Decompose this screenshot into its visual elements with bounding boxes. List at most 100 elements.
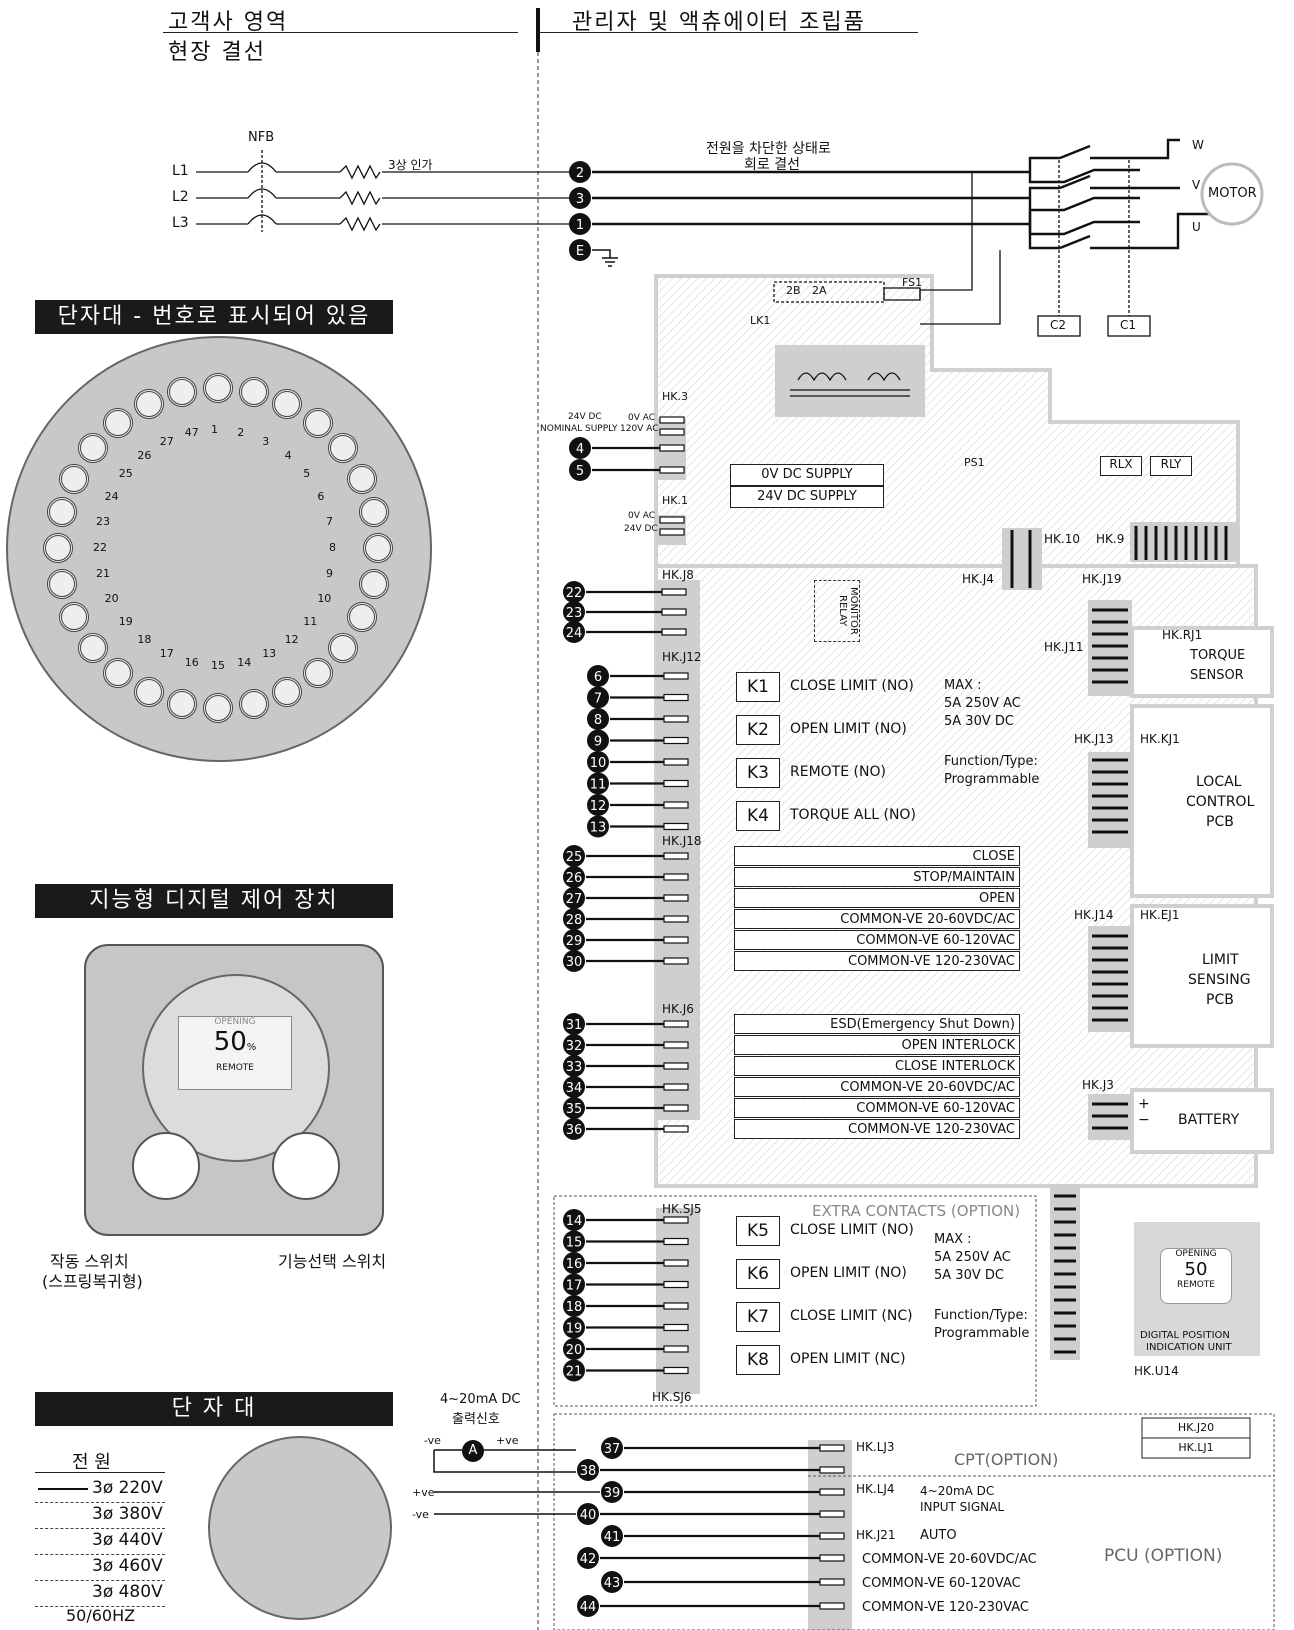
terminal-stud — [103, 658, 134, 689]
extra-func1: Function/Type: — [934, 1308, 1028, 1323]
monitor-terminal-1 — [563, 601, 585, 623]
coils — [1037, 160, 1151, 337]
terminal-number-5: 5 — [303, 467, 311, 481]
terminal-pin — [661, 608, 687, 616]
j6-row-1: OPEN INTERLOCK — [734, 1035, 1020, 1055]
limit-label: LIMIT — [1202, 952, 1239, 968]
extra-terminal-5-text: 19 — [566, 1322, 583, 1337]
relay-terminal-1-text: 7 — [594, 692, 602, 707]
pcu-label: PCU (OPTION) — [1104, 1546, 1223, 1566]
terminal-bullets: 231E452223246789101112132526272829303132… — [563, 161, 623, 1617]
hkj11-label: HK.J11 — [1044, 640, 1084, 654]
relay-func1: Function/Type: — [944, 754, 1038, 769]
line-l3: L3 — [172, 215, 189, 231]
transformer-bg — [775, 345, 925, 417]
bottom-terminal-7-text: 44 — [580, 1600, 597, 1615]
relay-k2: K2 — [736, 715, 780, 745]
extra-relay-label-2: CLOSE LIMIT (NC) — [790, 1308, 913, 1324]
extra-relay-k8: K8 — [736, 1345, 780, 1375]
ve-neg: -ve — [424, 1434, 441, 1447]
terminal-stud — [47, 497, 77, 528]
j18-terminal-0-text: 25 — [566, 850, 583, 865]
hk9-label: HK.9 — [1096, 532, 1125, 546]
terminal-pin — [659, 444, 685, 452]
j18-terminal-5-text: 30 — [566, 955, 583, 970]
three-phase-label: 3상 인가 — [388, 158, 433, 172]
rlx-label: RLX — [1100, 456, 1142, 476]
terminal-number-1: 1 — [211, 423, 218, 436]
supply-terminal-1-text: 5 — [576, 464, 584, 479]
terminal-pin — [663, 852, 689, 860]
j18-row-5: COMMON-VE 120-230VAC — [734, 951, 1020, 971]
terminal-stud — [167, 377, 198, 407]
bottom-terminal-5-text: 42 — [580, 1552, 597, 1567]
display-unit: % — [246, 1042, 257, 1053]
terminal-pin — [663, 957, 689, 965]
voltage-row-2: 3ø 440V — [92, 1530, 163, 1550]
extra-relay-label-1: OPEN LIMIT (NO) — [790, 1265, 907, 1281]
voltage-selected-arrow — [38, 1488, 88, 1490]
terminal-stud — [58, 602, 89, 633]
terminal-stud — [77, 433, 108, 464]
terminal-stud — [328, 632, 359, 663]
voltage-row-rule — [35, 1528, 165, 1529]
relay-terminal-0 — [587, 665, 609, 687]
extra-relay-k5: K5 — [736, 1216, 780, 1246]
torque-label: TORQUE — [1190, 648, 1246, 663]
j18-terminal-1-text: 26 — [566, 871, 583, 886]
header-divider-right — [538, 32, 918, 33]
terminal-number-7: 7 — [326, 514, 334, 528]
terminal-stud — [328, 433, 359, 464]
terminal-stud — [133, 388, 164, 419]
j6-row-4: COMMON-VE 60-120VAC — [734, 1098, 1020, 1118]
j18-row-1: STOP/MAINTAIN — [734, 867, 1020, 887]
local-label: LOCAL — [1196, 774, 1242, 790]
operation-switch[interactable] — [132, 1132, 200, 1200]
function-switch[interactable] — [272, 1132, 340, 1200]
power-note-1: 전원을 차단한 상태로 — [706, 141, 831, 157]
terminal-face-small — [208, 1436, 392, 1620]
bottom-terminal-3-text: 40 — [580, 1508, 597, 1523]
terminal-number-17: 17 — [159, 647, 174, 661]
section-intelligent-control: 지능형 디지털 제어 장치 — [35, 884, 393, 918]
voltage-row-1: 3ø 380V — [92, 1504, 163, 1524]
terminal-pin — [663, 1259, 689, 1267]
relay-terminal-7 — [587, 815, 609, 838]
bottom-terminal-1-text: 38 — [580, 1464, 597, 1479]
relay-rating1: 5A 250V AC — [944, 696, 1021, 711]
hksj5-label: HK.SJ5 — [662, 1202, 702, 1216]
terminal-number-12: 12 — [284, 633, 299, 647]
relay-terminal-4 — [587, 751, 609, 773]
dpi-value: 50 — [1184, 1259, 1208, 1280]
bottom-terminal-6 — [601, 1571, 623, 1593]
hklj3-label: HK.LJ3 — [856, 1440, 895, 1454]
terminal-pin — [663, 1280, 689, 1289]
j6-terminal-2 — [563, 1055, 585, 1077]
hklj1-label: HK.LJ1 — [1178, 1441, 1214, 1454]
terminal-stud — [77, 632, 108, 663]
right-torque-box — [1130, 626, 1274, 698]
battery-label: BATTERY — [1178, 1112, 1240, 1128]
terminal-pin — [663, 758, 689, 766]
j18-row-0: CLOSE — [734, 846, 1020, 866]
motor-u: U — [1192, 220, 1201, 234]
terminal-pin — [663, 1366, 689, 1375]
relay-terminal-6 — [587, 794, 609, 816]
power-note-2: 회로 결선 — [744, 157, 800, 173]
relay-k3: K3 — [736, 758, 780, 788]
terminal-pin — [819, 1578, 845, 1586]
terminal-stud — [272, 677, 303, 708]
ps1-label: PS1 — [964, 456, 985, 469]
j6-row-2: CLOSE INTERLOCK — [734, 1056, 1020, 1076]
bottom-terminal-1 — [577, 1459, 599, 1481]
line-terminal-1 — [569, 187, 591, 209]
hk10-label: HK.10 — [1044, 532, 1080, 546]
hkj12-label: HK.J12 — [662, 650, 702, 664]
monitor-relay: MONITOR RELAY — [814, 580, 860, 642]
lk-2a: 2A — [812, 284, 827, 297]
pcb2-label: PCB — [1206, 992, 1234, 1008]
terminal-stud — [347, 463, 378, 494]
j18-terminal-4-text: 29 — [566, 934, 583, 949]
label-0vac-2: 0V AC — [628, 511, 656, 521]
